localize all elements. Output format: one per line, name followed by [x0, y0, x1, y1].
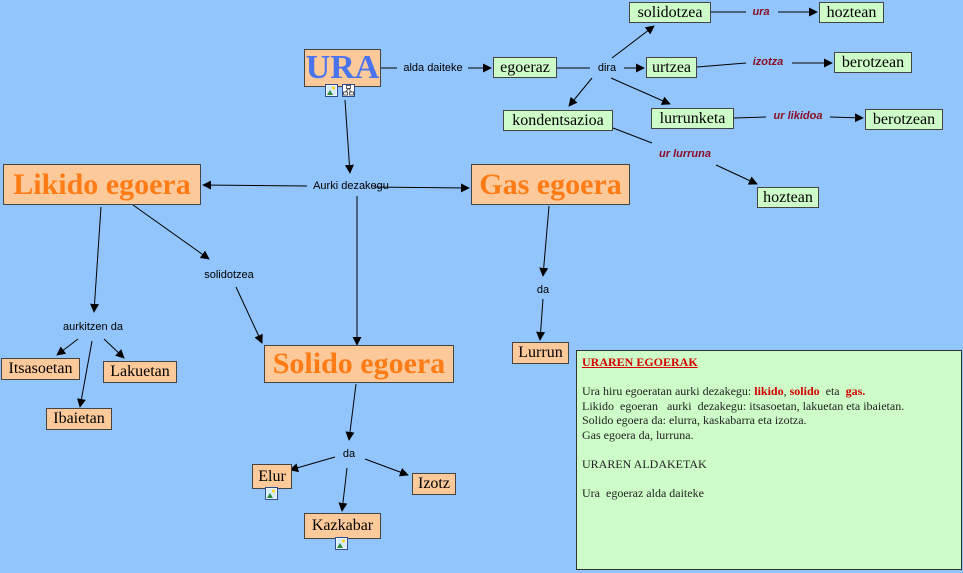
link-label-aurki-dezakegu[interactable]: Aurki dezakegu [313, 180, 389, 192]
node-lurrunketa[interactable]: lurrunketa [651, 108, 734, 129]
node-izotz[interactable]: Izotz [412, 473, 456, 495]
link-label-solidotzea[interactable]: solidotzea [204, 269, 254, 281]
link-label-izotza[interactable]: izotza [752, 56, 784, 68]
node-solidotzea[interactable]: solidotzea [629, 2, 711, 23]
node-lakuetan[interactable]: Lakuetan [103, 361, 177, 383]
link-label-dira[interactable]: dira [597, 62, 617, 74]
link-label-alda-daiteke[interactable]: alda daiteke [403, 62, 463, 74]
note-line-1: Ura hiru egoeratan aurki dezakegu: likid… [582, 384, 866, 398]
node-elur[interactable]: Elur [252, 464, 292, 489]
link-label-ura[interactable]: ura [752, 6, 770, 18]
image-icon[interactable] [325, 84, 338, 97]
node-lurrun[interactable]: Lurrun [512, 342, 569, 364]
note-line-5: Ura egoeraz alda daiteke [582, 485, 704, 500]
node-kondentsazioa[interactable]: kondentsazioa [503, 110, 613, 131]
link-label-ur-lurruna[interactable]: ur lurruna [659, 148, 711, 160]
link-label-da-gas[interactable]: da [536, 284, 550, 296]
node-itsasoetan[interactable]: Itsasoetan [1, 358, 80, 380]
image-icon[interactable] [335, 537, 348, 550]
concept-map-icon[interactable] [342, 84, 355, 97]
link-label-da-solido[interactable]: da [342, 448, 356, 460]
note-title-2: URAREN ALDAKETAK [582, 456, 707, 471]
link-label-ur-likidoa[interactable]: ur likidoa [773, 110, 823, 122]
note-line-3: Solido egoera da: elurra, kaskabarra eta… [582, 413, 807, 427]
node-hoztean-1[interactable]: hoztean [819, 2, 884, 23]
note-title: URAREN EGOERAK [582, 355, 698, 369]
link-label-aurkitzen-da[interactable]: aurkitzen da [63, 321, 123, 333]
node-solido-egoera[interactable]: Solido egoera [264, 345, 454, 383]
node-ura[interactable]: URA [304, 49, 381, 87]
node-egoeraz[interactable]: egoeraz [493, 57, 557, 78]
node-ibaietan[interactable]: Ibaietan [46, 408, 112, 430]
note-line-4: Gas egoera da, lurruna. [582, 427, 694, 442]
node-hoztean-2[interactable]: hoztean [757, 187, 819, 208]
node-berotzean-2[interactable]: berotzean [865, 109, 943, 130]
node-gas-egoera[interactable]: Gas egoera [471, 164, 630, 205]
node-berotzean-1[interactable]: berotzean [834, 52, 912, 73]
node-kazkabar[interactable]: Kazkabar [304, 513, 381, 539]
image-icon[interactable] [265, 487, 278, 500]
node-likido-egoera[interactable]: Likido egoera [3, 164, 201, 205]
annotation-note[interactable]: URAREN EGOERAK Ura hiru egoeratan aurki … [576, 350, 962, 570]
node-urtzea[interactable]: urtzea [646, 57, 697, 78]
note-line-2: Likido egoeran aurki dezakegu: itsasoeta… [582, 398, 905, 413]
